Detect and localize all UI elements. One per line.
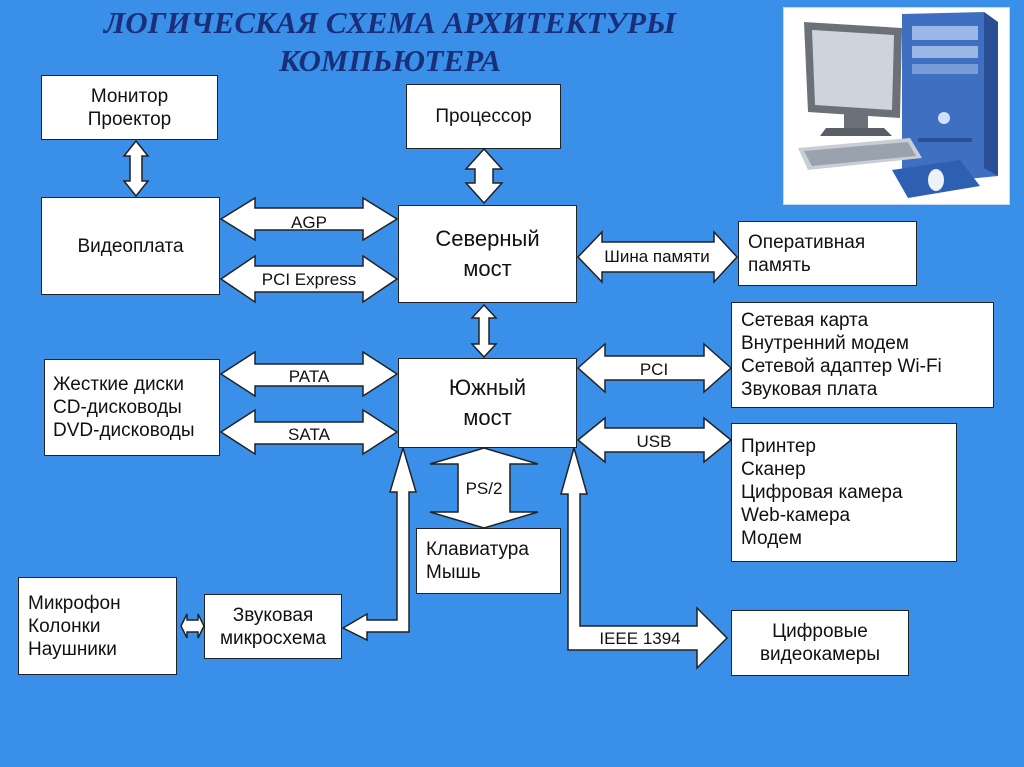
node-usb-devices-line-3: Цифровая камера [741,482,903,503]
label-ieee1394: IEEE 1394 [599,629,680,648]
keyboard-icon [798,138,922,170]
node-audio-io-line-3: Наушники [28,638,117,660]
node-usb-devices-line-1: Принтер [741,436,816,457]
node-storage-line-2: CD-дисководы [53,397,182,418]
label-sata: SATA [288,425,331,444]
label-pci: PCI [640,360,668,379]
node-usb-devices-line-4: Web-камера [741,505,851,526]
node-audio-io-line-2: Колонки [28,615,101,637]
node-northbridge-line-2: мост [463,256,512,281]
arrow-memory-bus [576,230,739,284]
node-northbridge-line-1: Северный [435,226,540,251]
node-videocard: Видеоплата [41,197,220,295]
arrow-agp [219,196,399,242]
node-ram-line-1: Оперативная [748,231,866,253]
arrow-north-south [470,303,498,359]
node-camcorders: Цифровые видеокамеры [731,610,909,676]
diagram-title: ЛОГИЧЕСКАЯ СХЕМА АРХИТЕКТУРЫ КОМПЬЮТЕРА [40,4,740,80]
arrow-soundchip-southbridge [341,445,418,642]
title-line-1: ЛОГИЧЕСКАЯ СХЕМА АРХИТЕКТУРЫ [103,5,677,40]
node-usb-devices: Принтер Сканер Цифровая камера Web-камер… [731,423,957,562]
label-usb: USB [637,432,672,451]
node-keyboard: Клавиатура Мышь [416,528,561,594]
node-camcorders-line-1: Цифровые [772,621,868,642]
label-pata: PATA [289,367,330,386]
node-southbridge-line-1: Южный [448,375,527,400]
node-monitor-line-1: Монитор [90,85,169,107]
label-ps2: PS/2 [466,479,503,498]
arrow-cpu-northbridge [464,147,504,205]
monitor-icon [804,22,902,136]
mouse-icon [928,169,944,191]
label-agp: AGP [291,213,327,232]
node-audio-io: Микрофон Колонки Наушники [18,577,177,675]
node-monitor-line-2: Проектор [87,108,172,130]
node-monitor: Монитор Проектор [41,75,218,140]
label-pci-express: PCI Express [262,270,356,289]
node-network-line-3: Сетевой адаптер Wi-Fi [741,356,942,377]
node-sound-chip: Звуковая микросхема [204,594,342,659]
arrow-sata [219,408,399,456]
node-cpu: Процессор [406,84,561,149]
arrow-monitor-video [122,139,150,198]
node-network: Сетевая карта Внутренний модем Сетевой а… [731,302,994,408]
node-ram: Оперативная память [738,221,917,286]
label-memory-bus: Шина памяти [604,247,709,266]
node-northbridge: Северный мост [398,205,577,303]
node-usb-devices-line-2: Сканер [741,459,806,480]
node-audio-io-line-1: Микрофон [28,592,121,614]
computer-illustration [783,7,1010,205]
node-usb-devices-line-5: Модем [741,528,802,549]
node-sound-chip-line-2: микросхема [219,627,327,649]
node-storage-line-1: Жесткие диски [53,374,184,395]
node-camcorders-line-2: видеокамеры [759,644,881,665]
node-network-line-4: Звуковая плата [741,379,878,400]
node-keyboard-line-1: Клавиатура [426,539,529,560]
node-storage-line-3: DVD-дисководы [53,420,195,441]
node-keyboard-line-2: Мышь [426,562,481,583]
node-cpu-line-1: Процессор [435,106,532,127]
node-videocard-line-1: Видеоплата [77,235,184,257]
node-network-line-2: Внутренний модем [741,333,909,354]
arrow-pata [219,350,399,398]
node-storage: Жесткие диски CD-дисководы DVD-дисководы [44,359,220,456]
node-ram-line-2: память [748,254,811,276]
system-unit-icon [902,12,998,184]
node-sound-chip-line-1: Звуковая [232,604,314,626]
title-line-2: КОМПЬЮТЕРА [278,43,502,78]
node-southbridge: Южный мост [398,358,577,448]
node-network-line-1: Сетевая карта [741,310,869,331]
node-southbridge-line-2: мост [463,405,512,430]
arrow-ieee1394 [560,445,729,670]
arrow-audio-soundchip [180,613,205,639]
arrow-pci-express [219,254,399,304]
